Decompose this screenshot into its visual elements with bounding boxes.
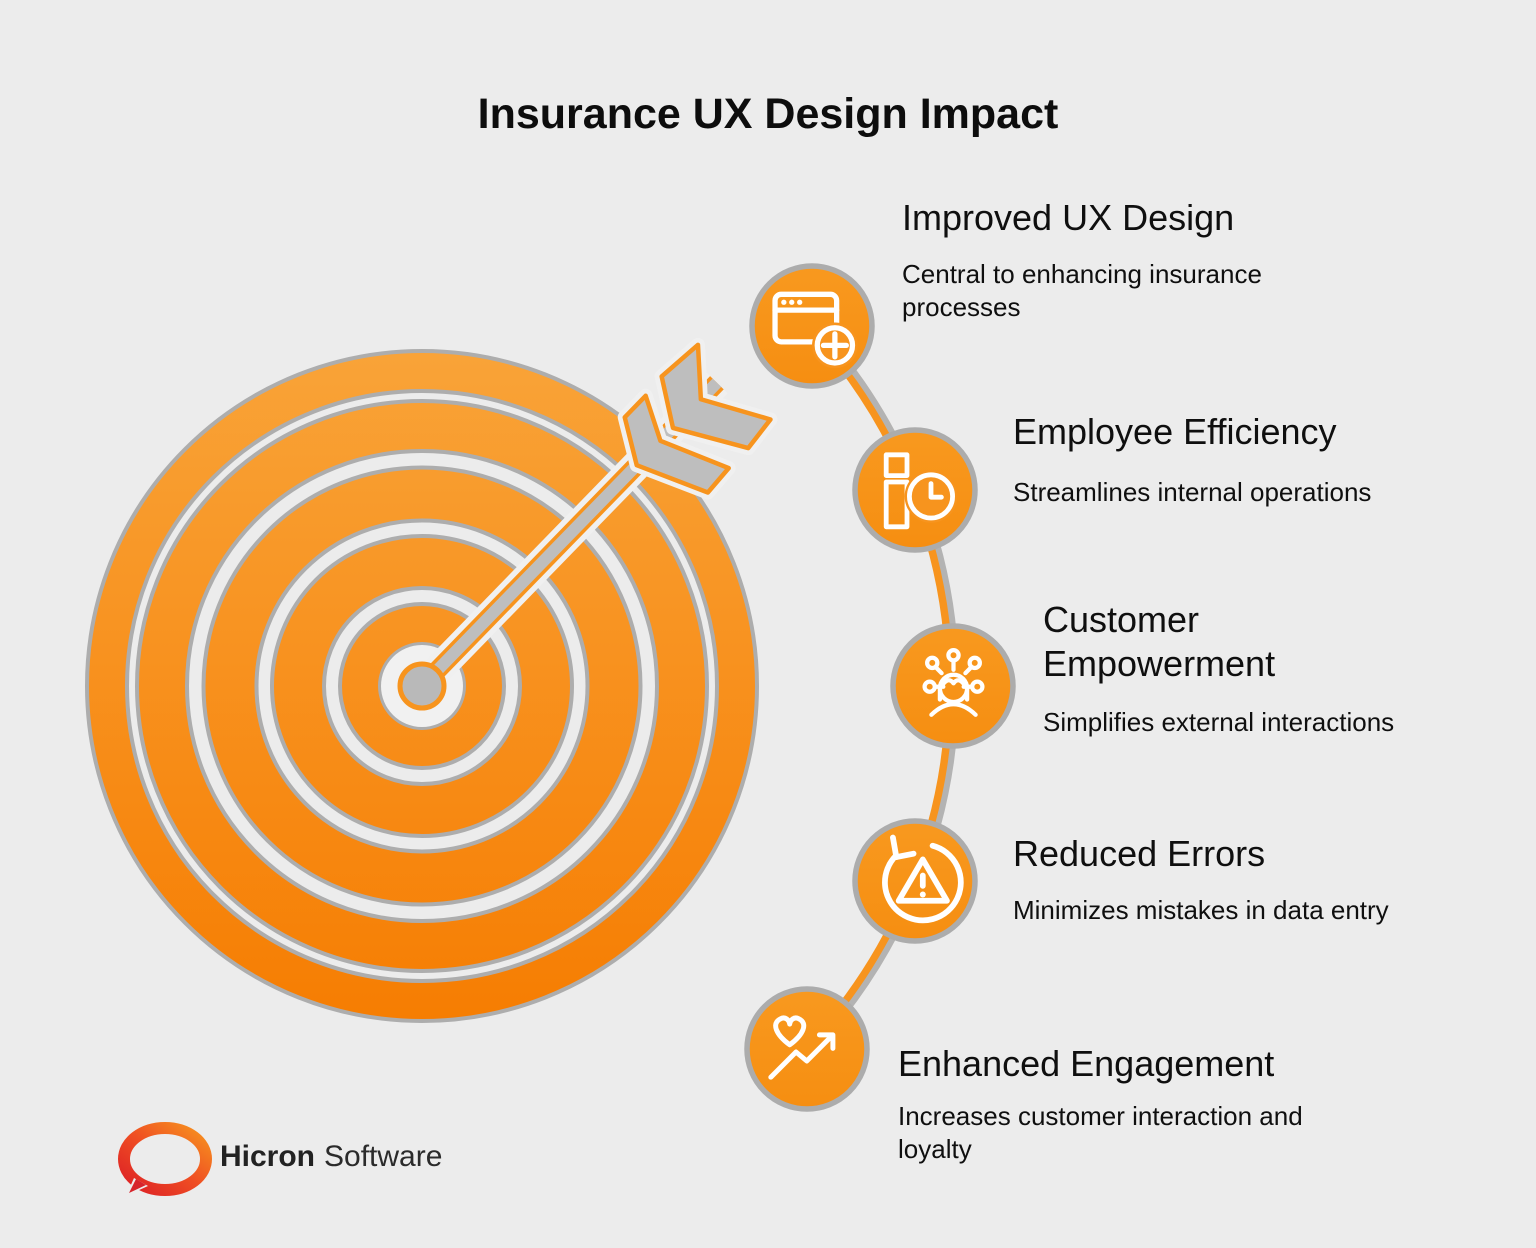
- brand-name-regular: Software: [324, 1140, 443, 1173]
- step-node-3: [890, 623, 1016, 749]
- brand-name-bold: Hicron: [220, 1140, 316, 1173]
- step-node-2: [852, 427, 978, 553]
- step-1-title: Improved UX Design: [902, 197, 1235, 238]
- step-3-description: Simplifies external interactions: [1043, 707, 1395, 737]
- step-4-title: Reduced Errors: [1013, 833, 1266, 874]
- arrow-center-dot: [397, 661, 447, 711]
- step-5-description: Increases customer interaction and loyal…: [898, 1101, 1303, 1164]
- arrow-icon: [416, 337, 778, 691]
- step-4-description: Minimizes mistakes in data entry: [1013, 895, 1389, 925]
- step-node-5: [744, 986, 870, 1112]
- step-2-title: Employee Efficiency: [1013, 411, 1337, 452]
- heart-growth-icon: [768, 1015, 836, 1080]
- step-5-title: Enhanced Engagement: [898, 1043, 1275, 1084]
- error-cycle-icon: [882, 834, 964, 924]
- step-1-description: Central to enhancing insurance processes: [902, 259, 1262, 322]
- page-title: Insurance UX Design Impact: [477, 90, 1059, 138]
- step-node-4: [852, 818, 978, 944]
- browser-add-icon: [772, 291, 858, 369]
- step-node-1: [749, 263, 875, 389]
- speech-bubble-logo-icon: [118, 1122, 212, 1196]
- step-2-description: Streamlines internal operations: [1013, 477, 1372, 507]
- bullseye-target-icon: [85, 349, 759, 1023]
- empowered-person-icon: [922, 648, 985, 717]
- task-clock-icon: [883, 452, 958, 530]
- step-3-title: Customer Empowerment: [1043, 599, 1276, 684]
